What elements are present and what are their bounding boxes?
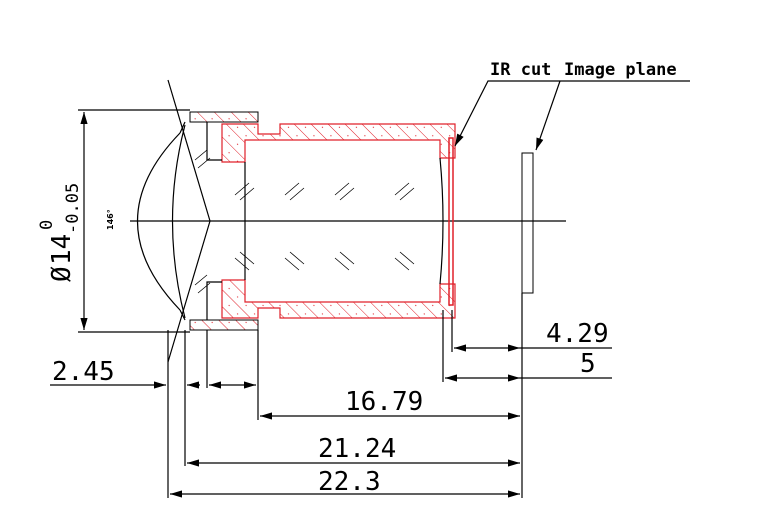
dimension-22-3: 22.3	[318, 467, 381, 497]
ir-cut-label: IR cut	[490, 60, 551, 80]
diameter-symbol: Ø	[47, 266, 77, 282]
lens-elements	[194, 149, 415, 294]
dimension-21-24: 21.24	[318, 434, 396, 464]
field-angle-label: 146°	[106, 209, 115, 230]
dimension-5: 5	[580, 349, 596, 379]
front-lens	[137, 79, 211, 363]
image-plane-label: Image plane	[564, 60, 677, 80]
image-plane	[521, 152, 534, 294]
dimension-16-79: 16.79	[345, 387, 423, 417]
diameter-value: 14	[47, 234, 77, 265]
dimension-4-29: 4.29	[546, 319, 609, 349]
dimension-2-45: 2.45	[52, 357, 115, 387]
ir-cut-filter	[448, 137, 454, 306]
tolerance-upper: 0	[37, 220, 57, 230]
tolerance-lower: -0.05	[63, 183, 83, 234]
barrel-section	[189, 111, 456, 331]
diameter-dimension: Ø 14 -0.05 0	[37, 183, 83, 282]
